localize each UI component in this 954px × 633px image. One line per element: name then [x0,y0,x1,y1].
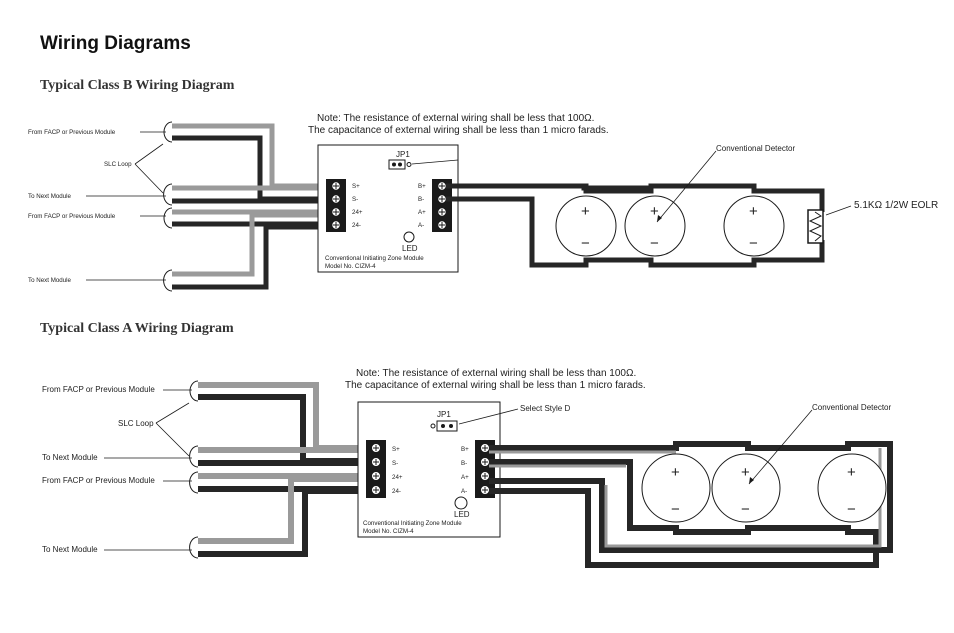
class-b-terminal-a-plus: A+ [418,209,426,216]
class-a-terminal-24-minus: 24- [392,488,401,495]
class-a-detector-2 [711,453,781,523]
class-b-terminal-24-plus: 24+ [352,209,363,216]
class-a-led-label: LED [454,510,470,519]
class-a-label-slc-loop: SLC Loop [118,419,154,428]
class-b-input-wires [172,123,330,290]
class-a-detector-label: Conventional Detector [812,403,891,412]
class-b-detectors [555,195,785,257]
class-a-module-name: Conventional Initiating Zone Module [363,520,462,527]
class-b-terminal-s-minus: S- [352,196,358,203]
class-a-d3-minus: − [847,501,856,518]
class-b-left-terminal-block [326,179,346,232]
class-b-detector-label: Conventional Detector [716,144,795,153]
class-a-d1-minus: − [671,501,680,518]
class-b-label-to-next-2: To Next Module [28,277,72,284]
class-a-detectors [641,453,887,523]
class-a-terminal-a-minus: A- [461,488,467,495]
class-a-terminal-a-plus: A+ [461,474,469,481]
class-b-detector-loop-wires [446,183,825,268]
class-a-wire-24-plus-out [198,476,372,544]
class-b-label-from-facp-2: From FACP or Previous Module [28,213,116,220]
class-a-wire-ends [189,380,199,559]
class-b-eolr-label: 5.1KΩ 1/2W EOLR [854,200,938,211]
class-a-module-model: Model No. CIZM-4 [363,528,414,535]
class-b-eolr-resistor-icon [807,209,824,244]
class-a-select-style-label: Select Style D [520,404,570,413]
class-a-d2-minus: − [741,501,750,518]
class-b-detector-3 [723,195,785,257]
class-a-label-from-facp-1: From FACP or Previous Module [42,385,155,394]
class-a-left-terminal-block [366,440,386,498]
class-b-wire-ends [163,121,173,292]
class-b-led-icon [403,231,415,243]
class-b-wire-24-minus-out [172,224,330,290]
class-a-note-line-2: The capacitance of external wiring shall… [345,380,646,391]
class-b-d1-plus: + [581,203,590,220]
class-a-label-to-next-1: To Next Module [42,453,98,462]
class-a-note-line-1: Note: The resistance of external wiring … [356,368,636,379]
class-b-terminal-24-minus: 24- [352,222,361,229]
class-b-module-name: Conventional Initiating Zone Module [325,255,424,262]
class-a-terminal-b-minus: B- [461,460,467,467]
class-a-d1-plus: + [671,464,680,481]
class-a-d2-plus: + [741,464,750,481]
class-b-terminal-s-plus: S+ [352,183,360,190]
class-a-detector-3 [817,453,887,523]
class-b-terminal-a-minus: A- [418,222,424,229]
class-a-label-from-facp-2: From FACP or Previous Module [42,476,155,485]
class-a-jumper-icon [430,420,458,432]
class-a-jumper-label: JP1 [437,410,451,419]
class-b-detector-1 [555,195,617,257]
class-b-d3-minus: − [749,235,758,252]
class-b-label-slc-loop: SLC Loop [104,161,132,168]
class-a-led-icon [454,496,468,510]
class-b-label-to-next-1: To Next Module [28,193,72,200]
class-a-input-wires [198,382,372,557]
class-a-wire-24-minus-out [198,488,372,557]
class-a-diagram: S+ S- 24+ 24- B+ B- A+ A- JP1 Select Sty… [42,368,893,568]
class-b-wire-24-plus-out [172,212,330,277]
class-b-wire-s-plus-in [172,123,330,189]
class-a-detector-1 [641,453,711,523]
class-b-terminal-b-plus: B+ [418,183,426,190]
class-b-title: Typical Class B Wiring Diagram [40,78,235,93]
class-b-note-line-1: Note: The resistance of external wiring … [317,113,594,124]
class-a-label-to-next-2: To Next Module [42,545,98,554]
class-b-jumper-label: JP1 [396,150,410,159]
class-a-terminal-s-plus: S+ [392,446,400,453]
class-b-d3-plus: + [749,203,758,220]
class-b-led-label: LED [402,244,418,253]
class-b-d2-minus: − [650,235,659,252]
class-a-terminal-24-plus: 24+ [392,474,403,481]
class-a-terminal-b-plus: B+ [461,446,469,453]
class-a-detector-signs: + − + − + − [671,464,856,518]
class-b-label-from-facp-1: From FACP or Previous Module [28,129,116,136]
class-a-title: Typical Class A Wiring Diagram [40,321,234,336]
class-b-note-line-2: The capacitance of external wiring shall… [308,125,609,136]
class-b-d2-plus: + [650,203,659,220]
class-b-module-model: Model No. CIZM-4 [325,263,376,270]
class-b-jumper-icon [388,159,412,170]
class-a-terminal-s-minus: S- [392,460,398,467]
page-title: Wiring Diagrams [40,33,191,54]
class-b-terminal-b-minus: B- [418,196,424,203]
class-a-d3-plus: + [847,464,856,481]
class-b-diagram: S+ S- 24+ 24- B+ B- A+ A- JP1 LED Conven… [28,113,938,292]
class-b-d1-minus: − [581,235,590,252]
class-b-detector-2 [624,195,686,257]
class-b-detector-signs: + − + − + − [581,203,758,252]
